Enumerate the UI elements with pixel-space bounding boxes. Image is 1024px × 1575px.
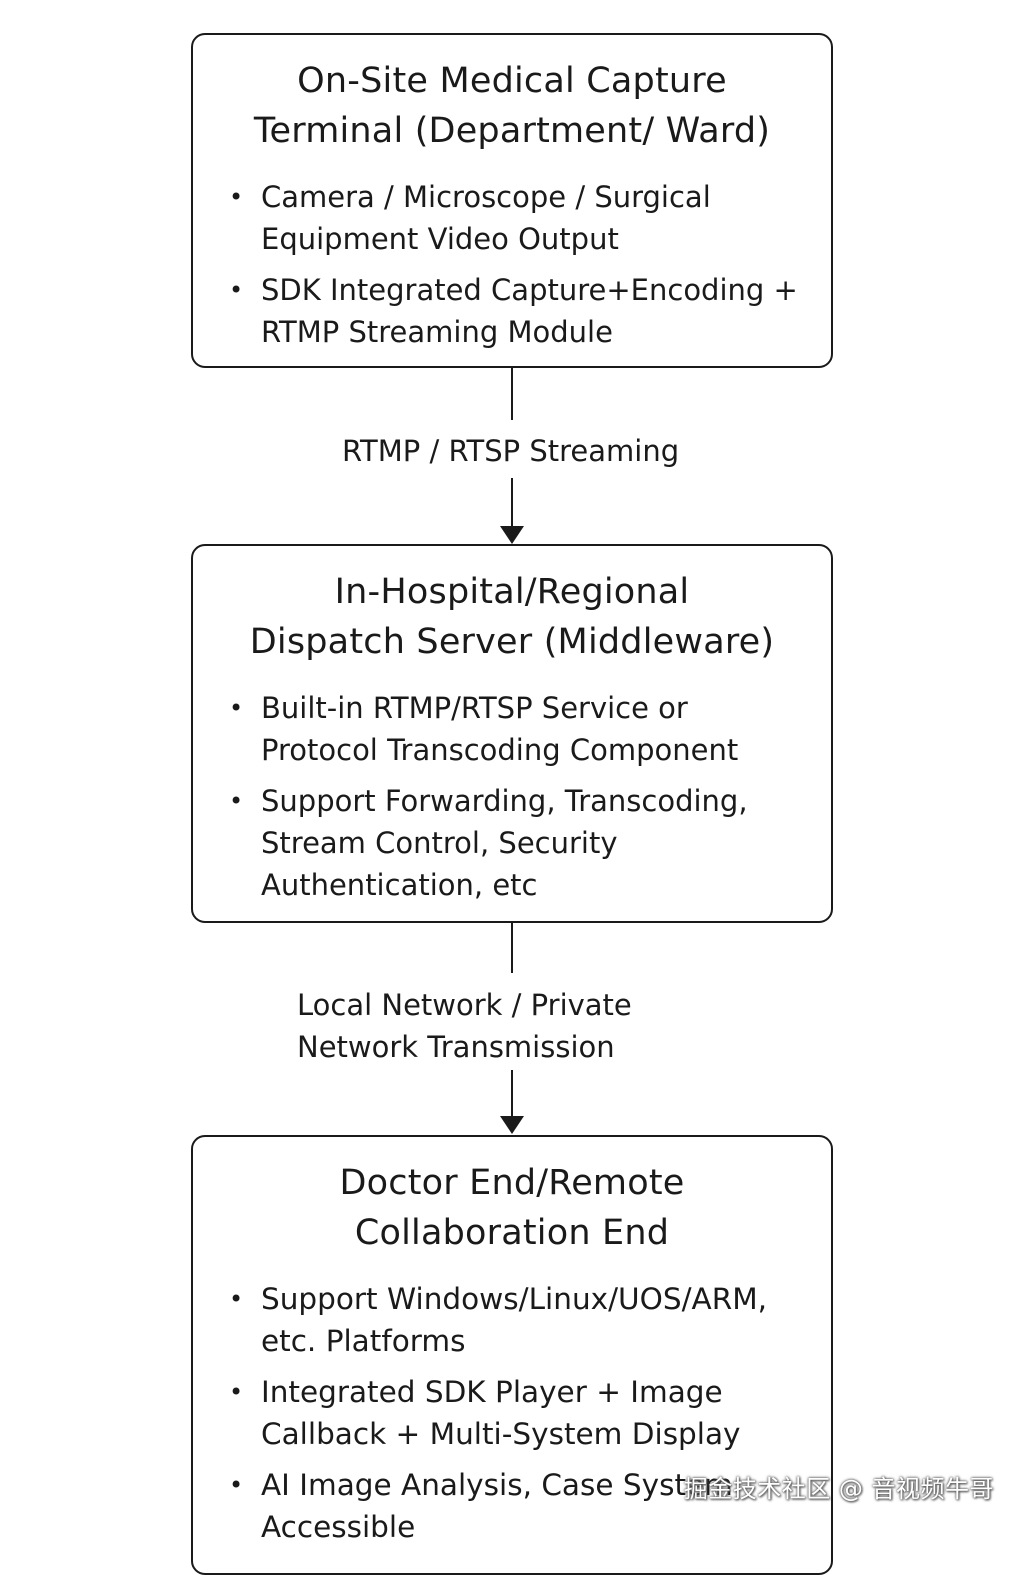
- list-item-text: Built-in RTMP/RTSP Service or Protocol T…: [261, 691, 739, 767]
- list-item: • SDK Integrated Capture+Encoding + RTMP…: [229, 269, 801, 353]
- list-item-text: Integrated SDK Player + Image Callback +…: [261, 1375, 741, 1451]
- bullet-icon: •: [229, 1378, 244, 1406]
- edge-label: RTMP / RTSP Streaming: [342, 430, 722, 472]
- arrow-down-icon: [500, 526, 524, 544]
- node-doctor-end: Doctor End/Remote Collaboration End • Su…: [191, 1135, 833, 1575]
- node-capture-terminal: On-Site Medical Capture Terminal (Depart…: [191, 33, 833, 368]
- list-item: • Camera / Microscope / Surgical Equipme…: [229, 176, 801, 260]
- node-title-line: In-Hospital/Regional: [334, 572, 690, 612]
- node-bullet-list: • Built-in RTMP/RTSP Service or Protocol…: [193, 687, 831, 906]
- bullet-icon: •: [229, 1471, 244, 1499]
- node-title-line: On-Site Medical Capture: [297, 61, 727, 101]
- connector-line: [511, 478, 513, 528]
- list-item-text: Camera / Microscope / Surgical Equipment…: [261, 180, 711, 256]
- list-item-text: AI Image Analysis, Case System Accessibl…: [261, 1468, 733, 1544]
- node-dispatch-server: In-Hospital/Regional Dispatch Server (Mi…: [191, 544, 833, 923]
- arrow-down-icon: [500, 1116, 524, 1134]
- node-bullet-list: • Camera / Microscope / Surgical Equipme…: [193, 176, 831, 353]
- node-title-line: Terminal (Department/ Ward): [253, 111, 771, 151]
- bullet-icon: •: [229, 276, 244, 304]
- list-item-text: Support Forwarding, Transcoding, Stream …: [261, 784, 748, 902]
- list-item: • Built-in RTMP/RTSP Service or Protocol…: [229, 687, 801, 771]
- list-item-text: Support Windows/Linux/UOS/ARM, etc. Plat…: [261, 1282, 768, 1358]
- connector-line: [511, 368, 513, 420]
- node-title-line: Doctor End/Remote: [339, 1163, 685, 1203]
- edge-label: Local Network / Private Network Transmis…: [297, 984, 717, 1068]
- bullet-icon: •: [229, 694, 244, 722]
- node-title-line: Collaboration End: [354, 1213, 670, 1253]
- list-item: • Support Forwarding, Transcoding, Strea…: [229, 780, 801, 906]
- node-title: In-Hospital/Regional Dispatch Server (Mi…: [193, 567, 831, 667]
- connector-line: [511, 923, 513, 973]
- node-title: On-Site Medical Capture Terminal (Depart…: [193, 56, 831, 156]
- bullet-icon: •: [229, 183, 244, 211]
- list-item: • Support Windows/Linux/UOS/ARM, etc. Pl…: [229, 1278, 801, 1362]
- node-title-line: Dispatch Server (Middleware): [249, 622, 775, 662]
- list-item: • Integrated SDK Player + Image Callback…: [229, 1371, 801, 1455]
- list-item-text: SDK Integrated Capture+Encoding + RTMP S…: [261, 273, 798, 349]
- bullet-icon: •: [229, 787, 244, 815]
- node-title: Doctor End/Remote Collaboration End: [193, 1158, 831, 1258]
- bullet-icon: •: [229, 1285, 244, 1313]
- connector-line: [511, 1070, 513, 1118]
- watermark: 掘金技术社区 @ 音视频牛哥: [683, 1475, 994, 1503]
